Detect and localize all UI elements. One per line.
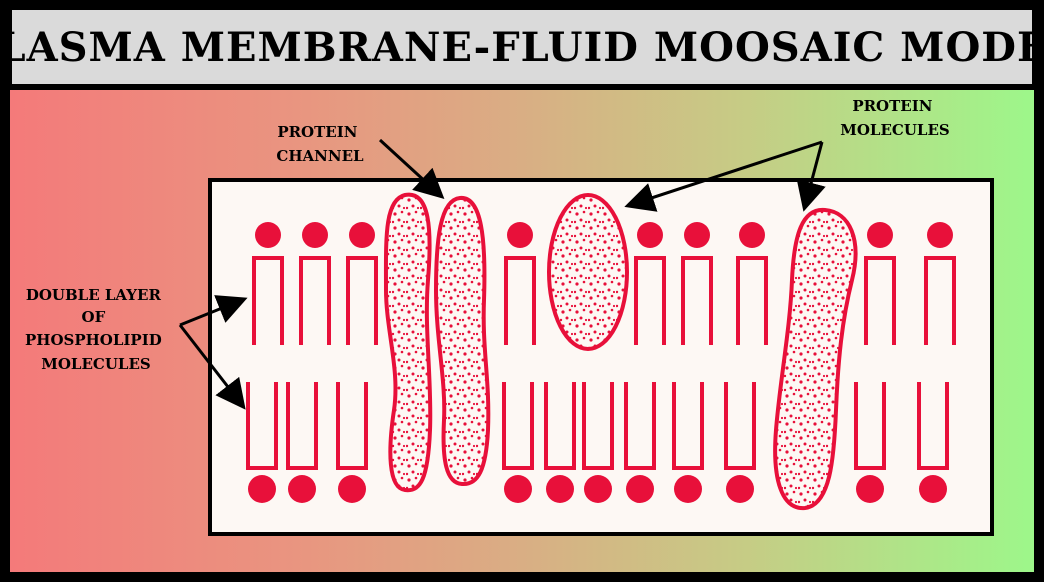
phospholipid-head-inner-0 xyxy=(248,475,276,503)
phospholipid-tail-outer-7 xyxy=(864,256,896,345)
phospholipid-head-outer-7 xyxy=(867,222,893,248)
phospholipid-head-inner-10 xyxy=(919,475,947,503)
phospholipid-layer xyxy=(246,222,956,503)
phospholipid-tail-inner-5 xyxy=(582,382,614,470)
phospholipid-tail-outer-6 xyxy=(736,256,768,345)
arrow-lipid-outer xyxy=(179,295,248,327)
arrow-protein-molecules-left xyxy=(624,140,823,212)
phospholipid-head-inner-6 xyxy=(626,475,654,503)
protein-molecule-transmembrane xyxy=(773,207,858,511)
protein-molecule-oval xyxy=(547,193,629,351)
phospholipid-tail-outer-8 xyxy=(924,256,956,345)
phospholipid-head-outer-8 xyxy=(927,222,953,248)
phospholipid-head-outer-2 xyxy=(349,222,375,248)
phospholipid-tail-outer-0 xyxy=(252,256,284,345)
phospholipid-head-outer-4 xyxy=(637,222,663,248)
phospholipid-head-outer-5 xyxy=(684,222,710,248)
label-protein-channel: PROTEIN CHANNEL xyxy=(276,123,364,165)
phospholipid-tail-inner-8 xyxy=(724,382,756,470)
phospholipid-head-inner-5 xyxy=(584,475,612,503)
phospholipid-head-inner-7 xyxy=(674,475,702,503)
title-bar: PLASMA MEMBRANE-FLUID MOOSAIC MODEL xyxy=(0,8,1044,86)
phospholipid-tail-inner-1 xyxy=(286,382,318,470)
phospholipid-tail-outer-1 xyxy=(299,256,331,345)
arrow-protein-channel xyxy=(378,138,445,200)
page-title: PLASMA MEMBRANE-FLUID MOOSAIC MODEL xyxy=(0,23,1044,71)
phospholipid-tail-inner-2 xyxy=(336,382,368,470)
phospholipid-head-inner-8 xyxy=(726,475,754,503)
phospholipid-tail-outer-4 xyxy=(634,256,666,345)
phospholipid-tail-outer-3 xyxy=(504,256,536,345)
arrow-lipid-inner xyxy=(178,324,246,410)
phospholipid-head-inner-9 xyxy=(856,475,884,503)
phospholipid-head-outer-3 xyxy=(507,222,533,248)
phospholipid-tail-inner-4 xyxy=(544,382,576,470)
protein-channel-right xyxy=(433,196,491,486)
phospholipid-tail-outer-2 xyxy=(346,256,378,345)
phospholipid-head-outer-0 xyxy=(255,222,281,248)
label-protein-molecules: PROTEIN MOLECULES xyxy=(840,97,949,139)
phospholipid-head-inner-4 xyxy=(546,475,574,503)
phospholipid-tail-inner-6 xyxy=(624,382,656,470)
phospholipid-tail-inner-3 xyxy=(502,382,534,470)
protein-channel-left xyxy=(383,192,433,493)
phospholipid-head-outer-6 xyxy=(739,222,765,248)
phospholipid-head-inner-1 xyxy=(288,475,316,503)
phospholipid-tail-outer-5 xyxy=(681,256,713,345)
phospholipid-head-outer-1 xyxy=(302,222,328,248)
phospholipid-head-inner-2 xyxy=(338,475,366,503)
label-phospholipid-layer: DOUBLE LAYER OF PHOSPHOLIPID MOLECULES xyxy=(25,286,167,373)
phospholipid-tail-inner-9 xyxy=(854,382,886,470)
phospholipid-head-inner-3 xyxy=(504,475,532,503)
phospholipid-tail-inner-0 xyxy=(246,382,278,470)
arrow-protein-molecules-right xyxy=(796,141,826,212)
phospholipid-tail-inner-10 xyxy=(917,382,949,470)
phospholipid-tail-inner-7 xyxy=(672,382,704,470)
